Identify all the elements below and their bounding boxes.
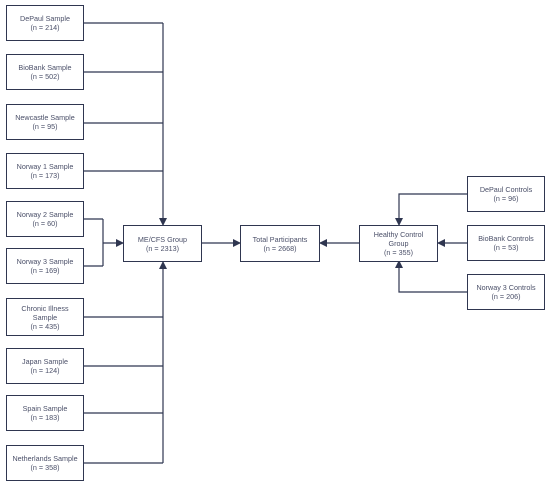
node-japan-sample-label: Japan Sample (22, 357, 68, 366)
node-netherlands-sample-count: (n = 358) (30, 463, 60, 472)
node-healthy-control-group-count: (n = 355) (384, 248, 413, 257)
node-healthy-control-group: Healthy Control Group (n = 355) (359, 225, 438, 262)
node-biobank-controls-label: BioBank Controls (478, 234, 534, 243)
node-depaul-sample: DePaul Sample (n = 214) (6, 5, 84, 41)
node-japan-sample-count: (n = 124) (30, 366, 60, 375)
node-norway3-controls: Norway 3 Controls (n = 206) (467, 274, 545, 310)
connector-middle-feed (84, 218, 124, 267)
node-depaul-controls: DePaul Controls (n = 96) (467, 176, 545, 212)
node-newcastle-sample: Newcastle Sample (n = 95) (6, 104, 84, 140)
node-total-participants-label: Total Participants (252, 234, 308, 244)
connector-controls (395, 193, 467, 293)
node-chronic-illness-sample: Chronic Illness Sample (n = 435) (6, 298, 84, 336)
node-biobank-sample-label: BioBank Sample (18, 63, 72, 72)
node-depaul-sample-label: DePaul Sample (20, 14, 70, 23)
node-japan-sample: Japan Sample (n = 124) (6, 348, 84, 384)
node-newcastle-sample-count: (n = 95) (32, 122, 58, 131)
node-depaul-controls-label: DePaul Controls (479, 185, 533, 194)
node-mecfs-group-count: (n = 2313) (146, 243, 179, 253)
node-norway1-sample: Norway 1 Sample (n = 173) (6, 153, 84, 189)
node-netherlands-sample: Netherlands Sample (n = 358) (6, 445, 84, 481)
node-biobank-controls-count: (n = 53) (493, 243, 519, 252)
node-norway3-sample: Norway 3 Sample (n = 169) (6, 248, 84, 284)
node-norway1-sample-label: Norway 1 Sample (16, 162, 74, 171)
node-spain-sample: Spain Sample (n = 183) (6, 395, 84, 431)
node-norway3-sample-label: Norway 3 Sample (16, 257, 74, 266)
node-depaul-controls-count: (n = 96) (493, 194, 519, 203)
node-chronic-illness-sample-label: Chronic Illness Sample (21, 303, 69, 322)
node-mecfs-group: ME/CFS Group (n = 2313) (123, 225, 202, 262)
node-total-participants-count: (n = 2668) (263, 243, 297, 253)
node-norway3-sample-count: (n = 169) (30, 266, 60, 275)
connector-lower-feed (84, 261, 167, 464)
node-newcastle-sample-label: Newcastle Sample (15, 113, 75, 122)
connector-upper-feed (84, 22, 167, 226)
node-norway1-sample-count: (n = 173) (30, 171, 60, 180)
node-depaul-sample-count: (n = 214) (30, 23, 60, 32)
node-chronic-illness-sample-count: (n = 435) (30, 321, 60, 331)
node-spain-sample-label: Spain Sample (22, 404, 68, 413)
node-norway2-sample-count: (n = 60) (32, 219, 58, 228)
node-biobank-sample-count: (n = 502) (30, 72, 60, 81)
node-spain-sample-count: (n = 183) (30, 413, 60, 422)
node-biobank-controls: BioBank Controls (n = 53) (467, 225, 545, 261)
node-mecfs-group-label: ME/CFS Group (137, 234, 188, 244)
node-norway3-controls-count: (n = 206) (491, 292, 521, 301)
node-norway2-sample-label: Norway 2 Sample (16, 210, 74, 219)
node-norway3-controls-label: Norway 3 Controls (476, 283, 536, 292)
node-netherlands-sample-label: Netherlands Sample (12, 454, 78, 463)
node-biobank-sample: BioBank Sample (n = 502) (6, 54, 84, 90)
node-norway2-sample: Norway 2 Sample (n = 60) (6, 201, 84, 237)
node-healthy-control-group-label: Healthy Control Group (373, 230, 424, 248)
node-total-participants: Total Participants (n = 2668) (240, 225, 320, 262)
